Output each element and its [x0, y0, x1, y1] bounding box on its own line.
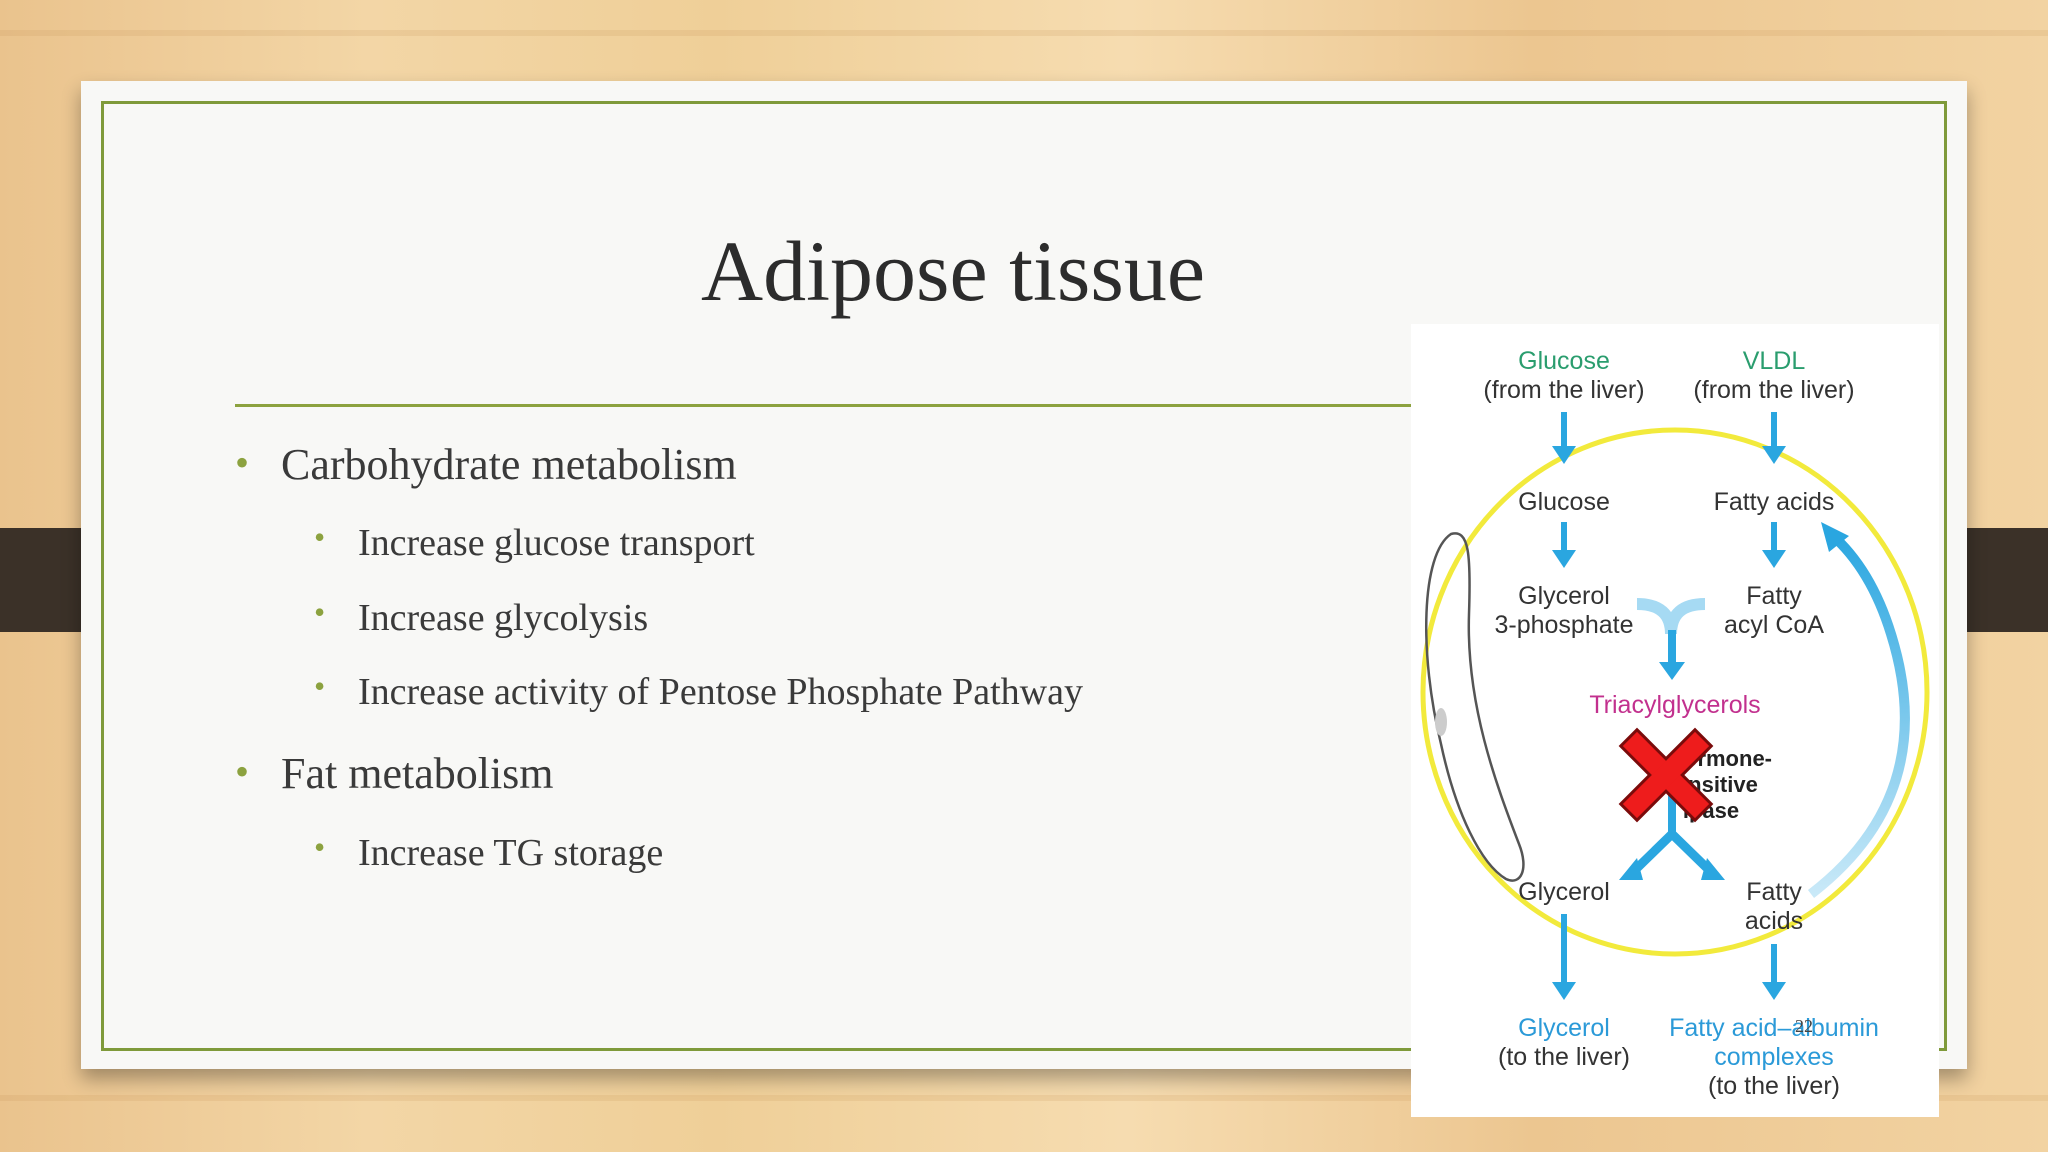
slide: Adipose tissue • Carbohydrate metabolism… [81, 81, 1967, 1117]
merge-arrow [1636, 598, 1706, 635]
vldl-source-label: VLDL [1743, 347, 1806, 375]
diagram-canvas: Glucose (from the liver) VLDL (from the … [1420, 347, 1930, 1100]
cross-icon [1618, 727, 1714, 823]
cell-membrane [1420, 427, 1930, 957]
glucose-label: Glucose [1518, 488, 1610, 516]
sub-bullet-text: Increase glucose transport [358, 522, 755, 564]
triacylglycerols-label: Triacylglycerols [1589, 691, 1760, 719]
recycle-arrow [1807, 530, 1910, 898]
bullet-text: Carbohydrate metabolism [281, 440, 737, 489]
bullet-text: Fat metabolism [281, 749, 554, 798]
fatty-acids-released-label: acids [1745, 907, 1803, 935]
bullet-dot-icon: • [314, 594, 326, 630]
sub-bullet-item: • Increase activity of Pentose Phosphate… [314, 668, 1083, 714]
sub-bullet-item: • Increase glycolysis [314, 594, 649, 640]
sub-bullet-text: Increase glycolysis [358, 597, 649, 639]
wood-grain [0, 1095, 2048, 1101]
bullet-item: • Carbohydrate metabolism [235, 439, 737, 490]
glucose-source-label: Glucose [1518, 347, 1610, 375]
bullet-dot-icon: • [314, 668, 326, 704]
recycle-arrow-head [1821, 522, 1849, 552]
sub-bullet-item: • Increase glucose transport [314, 519, 755, 565]
fa-albumin-label: complexes [1714, 1043, 1834, 1071]
glycerol-out-label: Glycerol [1518, 1014, 1610, 1042]
vldl-source-note: (from the liver) [1693, 376, 1854, 404]
bullet-dot-icon: • [314, 829, 326, 865]
slide-title: Adipose tissue [701, 223, 1206, 319]
nucleus-detail [1435, 708, 1447, 736]
fa-albumin-label: Fatty acid–albumin [1669, 1014, 1879, 1042]
title-underline [235, 404, 1413, 407]
split-arrow-right [1668, 830, 1715, 876]
fatty-acids-released-label: Fatty [1746, 878, 1802, 906]
flow-arrows [1552, 412, 1786, 1000]
split-arrow-left-head [1619, 858, 1643, 880]
glycerol-label: Glycerol [1518, 878, 1610, 906]
split-arrow-right-head [1701, 858, 1725, 880]
fatty-acyl-coa-label: Fatty [1746, 582, 1802, 610]
fatty-acids-label: Fatty acids [1714, 488, 1835, 516]
fa-albumin-note: (to the liver) [1708, 1072, 1840, 1100]
bullet-dot-icon: • [314, 519, 326, 555]
glycerol-out-note: (to the liver) [1498, 1043, 1630, 1071]
fatty-acyl-coa-label: acyl CoA [1724, 611, 1824, 639]
sub-bullet-item: • Increase TG storage [314, 829, 664, 875]
bullet-item: • Fat metabolism [235, 748, 554, 799]
glucose-source-note: (from the liver) [1483, 376, 1644, 404]
bullet-dot-icon: • [235, 440, 250, 485]
merge-arrow-stem [1668, 630, 1676, 664]
glycerol-3p-label: Glycerol [1518, 582, 1610, 610]
glycerol-3p-label: 3-phosphate [1494, 611, 1633, 639]
sub-bullet-text: Increase TG storage [358, 832, 664, 874]
sub-bullet-text: Increase activity of Pentose Phosphate P… [358, 671, 1083, 713]
wood-grain [0, 30, 2048, 36]
slide-border [101, 101, 1947, 1051]
metabolism-diagram: Glucose (from the liver) VLDL (from the … [1411, 324, 1939, 1117]
page-number: 22 [1795, 1016, 1813, 1036]
merge-arrow-head [1659, 662, 1685, 680]
bullet-dot-icon: • [235, 749, 250, 794]
nucleus-shape [1424, 532, 1525, 882]
split-arrow-left [1629, 830, 1676, 876]
